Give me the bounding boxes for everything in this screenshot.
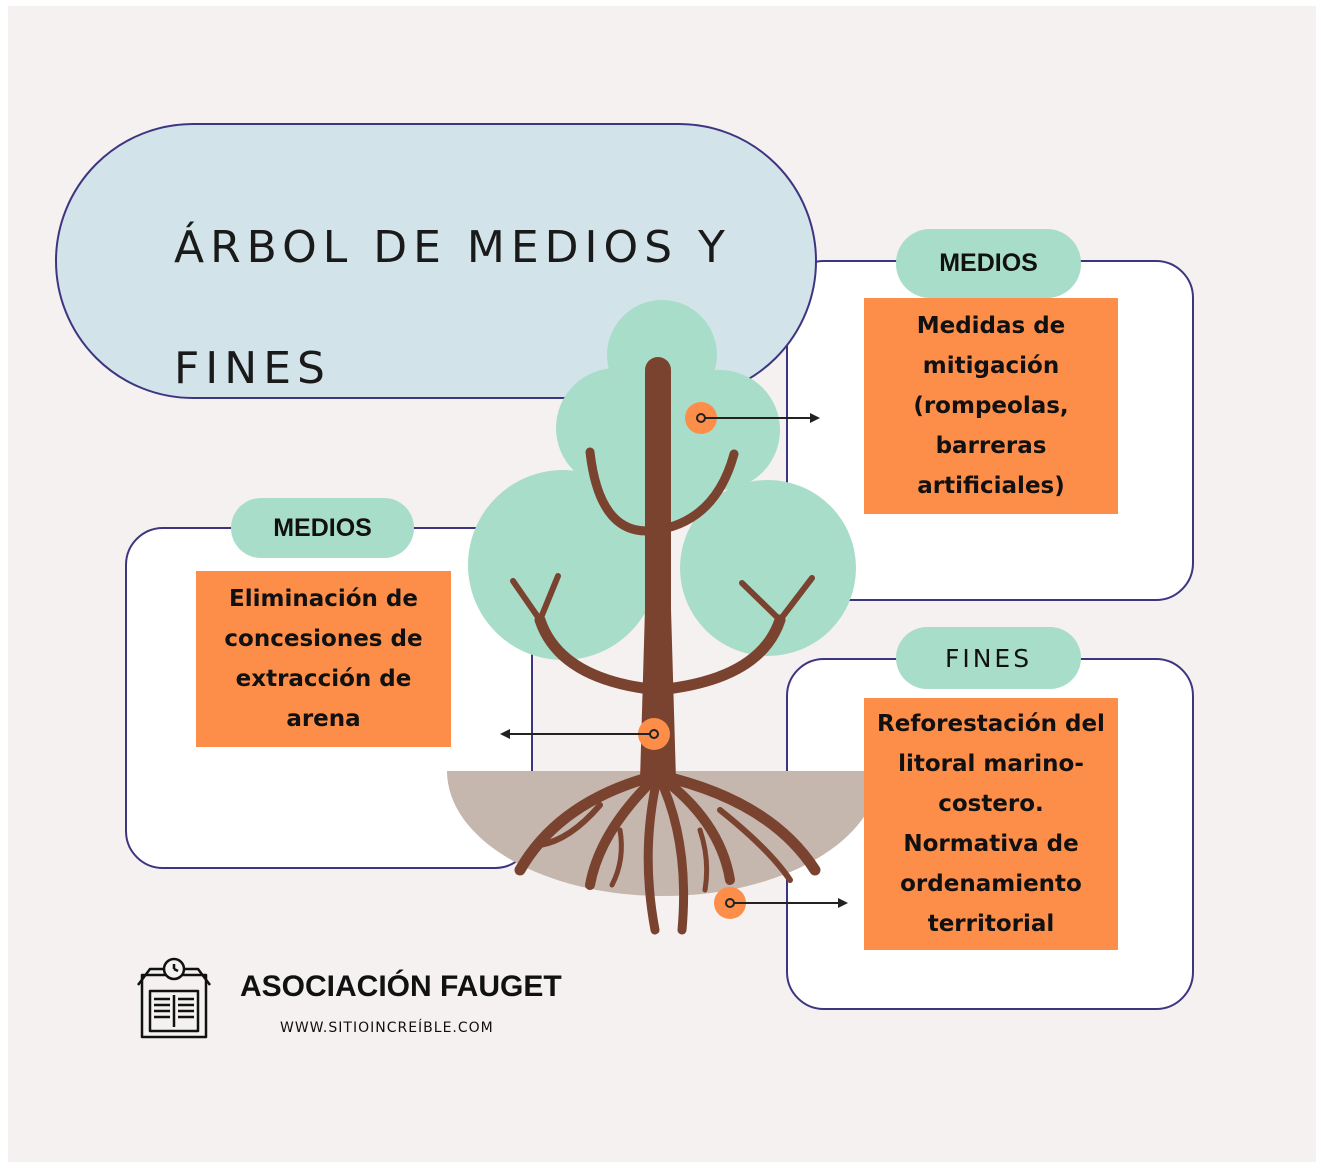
medios-label-left: MEDIOS [231,498,414,558]
medios-label-top-right: MEDIOS [896,229,1081,298]
page-title-line-1: ÁRBOL DE MEDIOS Y [174,222,731,273]
page-title-line-2: FINES [174,343,331,394]
tree-trunk [640,370,676,780]
medios-text-left: Eliminación de concesiones de extracción… [196,571,451,747]
fines-text-bottom-right: Reforestación del litoral marino-costero… [864,698,1118,950]
soil-ground [447,771,879,896]
org-name: ASOCIACIÓN FAUGET [240,970,562,1003]
connector-top-right [685,402,820,434]
connector-bottom-right [714,887,848,919]
fines-label-bottom-right: FINES [896,627,1081,689]
tree-roots [514,769,821,935]
org-website: WWW.SITIOINCREÍBLE.COM [280,1020,494,1036]
connector-left [500,718,670,750]
medios-text-top-right: Medidas de mitigación (rompeolas, barrer… [864,298,1118,514]
library-building-icon [137,957,211,1039]
